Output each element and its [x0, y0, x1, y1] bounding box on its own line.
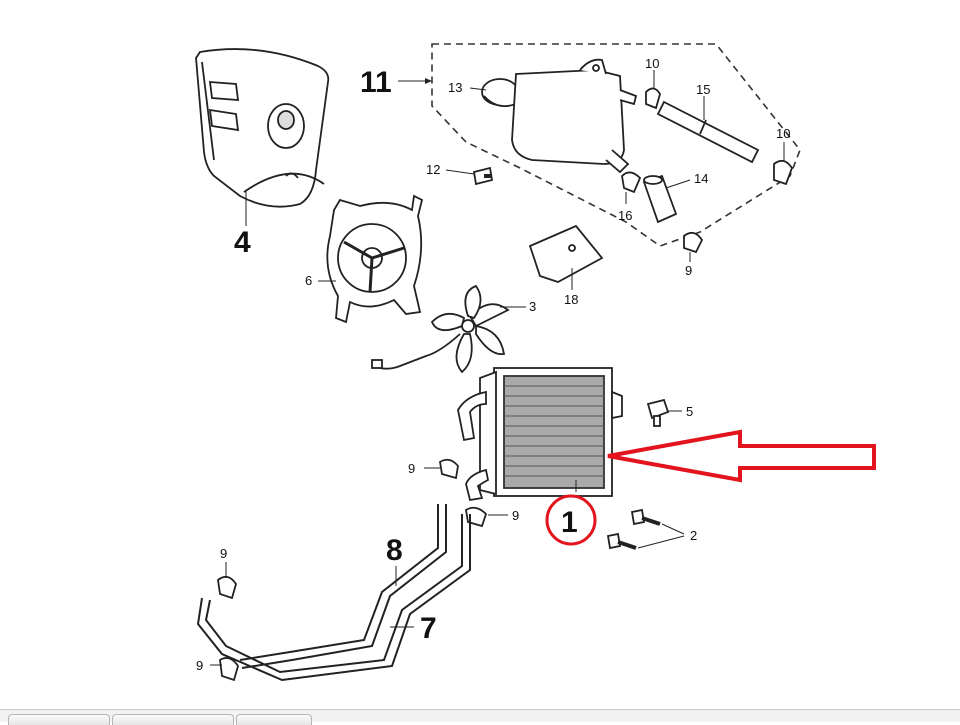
part-5-sensor: [646, 398, 670, 427]
tab-1[interactable]: [8, 714, 110, 725]
label-12: 12: [426, 162, 440, 177]
part-18-pad: [528, 224, 604, 283]
part-6-fan-shroud: [326, 194, 424, 324]
label-1: 1: [561, 506, 578, 539]
label-16: 16: [618, 208, 632, 223]
label-15: 15: [696, 82, 710, 97]
label-4: 4: [234, 226, 251, 259]
label-3: 3: [529, 299, 536, 314]
label-2: 2: [690, 528, 697, 543]
part-1-radiator: [457, 367, 623, 502]
part-16-clamp: [621, 171, 642, 194]
part-12-screw: [472, 166, 494, 186]
part-4-cover: [195, 48, 330, 208]
part-14-hose-piece: [642, 174, 678, 224]
label-18: 18: [564, 292, 578, 307]
label-7: 7: [420, 612, 437, 645]
part-2-bolt-a: [630, 508, 661, 526]
tab-2[interactable]: [112, 714, 234, 725]
label-9-bottom: 9: [196, 658, 203, 673]
part-9-clamp-top: [683, 231, 704, 254]
label-13: 13: [448, 80, 462, 95]
label-6: 6: [305, 273, 312, 288]
part-11-group-outline: [431, 43, 801, 247]
label-5: 5: [686, 404, 693, 419]
label-9-left: 9: [220, 546, 227, 561]
part-3-fan: [371, 284, 510, 374]
part-10-clamp-a: [645, 87, 661, 110]
bottom-tab-strip: [0, 709, 960, 725]
part-15-hose: [656, 100, 760, 164]
part-9-clamp-left: [217, 575, 237, 600]
tab-3[interactable]: [236, 714, 312, 725]
coolant-reservoir: [511, 58, 638, 174]
label-10a: 10: [645, 56, 659, 71]
part-10-clamp-b: [773, 159, 794, 186]
label-14: 14: [694, 171, 708, 186]
label-10b: 10: [776, 126, 790, 141]
part-2-bolt-b: [606, 532, 637, 550]
label-9-lower: 9: [512, 508, 519, 523]
highlight-circle: [545, 494, 597, 546]
part-9-clamp-bottom: [219, 657, 239, 682]
label-11: 11: [360, 66, 392, 99]
part-8-hose: [239, 504, 447, 669]
part-7-hose: [196, 514, 471, 682]
part-9-clamp-mid: [439, 458, 459, 480]
label-8: 8: [386, 534, 403, 567]
highlight-arrow: [607, 429, 876, 483]
label-9-top: 9: [685, 263, 692, 278]
label-9-mid: 9: [408, 461, 415, 476]
